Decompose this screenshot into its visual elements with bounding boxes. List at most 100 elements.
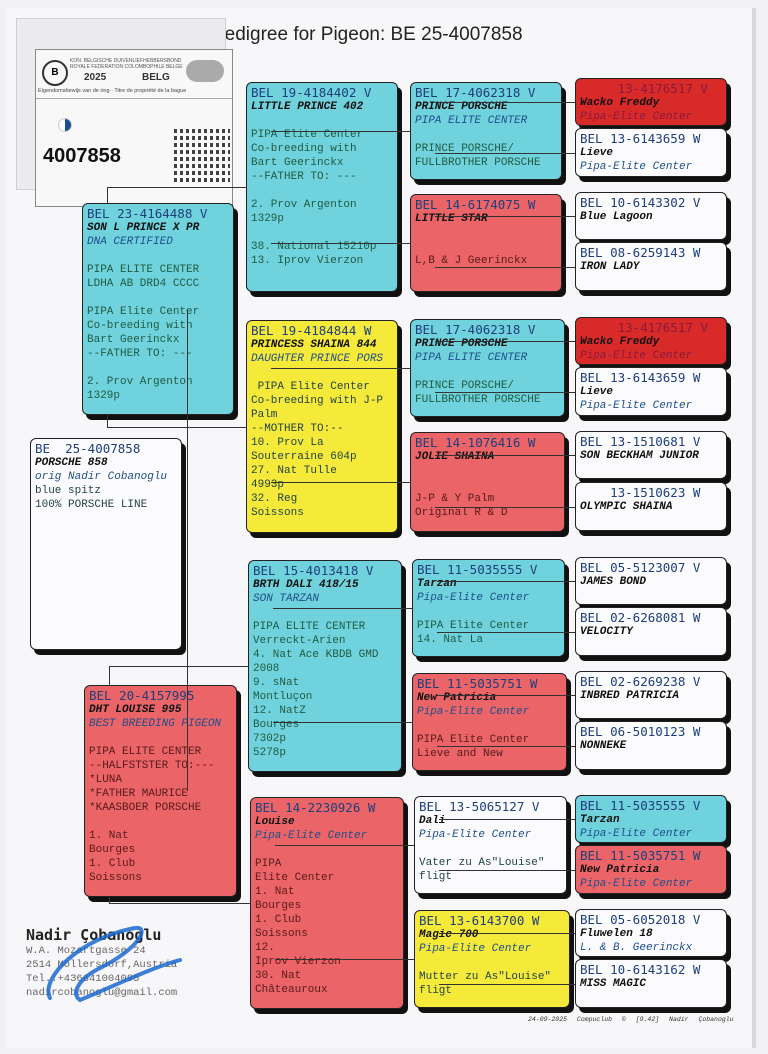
ring-number: BEL 11-5035555 V: [580, 798, 701, 813]
blank-line: [415, 464, 560, 478]
ring-number: BEL 10-6143302 V: [580, 195, 701, 210]
pigeon-note: FULLBROTHER PORSCHE: [415, 157, 541, 169]
blank-line: [87, 361, 229, 375]
pigeon-subtitle: Pipa-Elite Center: [580, 828, 693, 840]
pigeon-name: PRINCE PORSCHE: [415, 101, 508, 113]
ring-number: BEL 19-4184402 V: [251, 85, 372, 100]
connector-line: [435, 102, 575, 103]
connector-line: [435, 391, 575, 393]
ring-number: 13-4176517 V: [580, 320, 708, 335]
pigeon-note: --HALFSTSTER TO:---: [89, 760, 215, 772]
blank-line: [251, 226, 393, 240]
pigeon-name: Magic 700: [419, 929, 479, 941]
pigeon-subtitle: Pipa-Elite Center: [419, 943, 532, 955]
connector-line: [107, 187, 246, 188]
pigeon-note: Vater zu As"Louise": [419, 857, 545, 869]
pigeon-note: J-P & Y Palm: [415, 493, 495, 505]
pigeon-note: 5278p: [253, 747, 287, 759]
ring-number: BEL 14-6174075 W: [415, 197, 536, 212]
pigeon-note: Palm: [251, 409, 278, 421]
ring-number: BE 25-4007858: [35, 441, 141, 456]
connector-line: [273, 722, 412, 723]
ring-number: BEL 13-6143659 W: [580, 131, 701, 146]
connector-line: [439, 983, 575, 985]
ring-number: BEL 23-4164488 V: [87, 206, 208, 221]
pigeon-subtitle: Pipa-Elite Center: [580, 400, 693, 412]
pigeon-name: Tarzan: [417, 578, 457, 590]
pigeon-note: LDHA AB DRD4 CCCC: [87, 278, 200, 290]
connector-line: [107, 187, 108, 203]
pigeon-note: 32. Reg: [251, 493, 298, 505]
ring-number: BEL 20-4157995: [89, 688, 195, 703]
blank-line: [415, 226, 557, 240]
ring-number: BEL 02-6269238 V: [580, 674, 701, 689]
blank-line: [415, 240, 557, 254]
pigeon-note: PIPA ELITE CENTER: [253, 621, 366, 633]
pigeon-note: PIPA: [255, 858, 282, 870]
connector-line: [107, 426, 246, 428]
pigeon-name: BRTH DALI 418/15: [253, 579, 359, 591]
blank-line: [89, 815, 232, 829]
ring-number: BEL 15-4013418 V: [253, 563, 374, 578]
pigeon-name: Wacko Freddy: [580, 336, 660, 348]
page-title: Pedigree for Pigeon: BE 25-4007858: [212, 24, 523, 45]
connector-line: [273, 608, 412, 609]
pigeon-name: OLYMPIC SHAINA: [580, 501, 673, 513]
ring-number: BEL 14-1076416 W: [415, 435, 536, 450]
pigeon-note: PIPA Elite Center: [251, 129, 364, 141]
connector-line: [437, 695, 575, 696]
pigeon-note: 12. NatZ: [253, 705, 306, 717]
pigeon-name: Tarzan: [580, 814, 620, 826]
pigeon-note: Iprov Vierzon: [255, 956, 341, 968]
pigeon-note: Bart Geerinckx: [87, 334, 180, 346]
pigeon-name: JAMES BOND: [580, 576, 647, 588]
ring-number: BEL 19-4184844 W: [251, 323, 372, 338]
pigeon-note: Châteauroux: [255, 984, 328, 996]
ring-number: BEL 17-4062318 V: [415, 85, 536, 100]
pigeon-note: 1. Club: [255, 914, 302, 926]
pigeon-name: New Patricia: [580, 864, 660, 876]
pigeon-note: 12.: [255, 942, 275, 954]
connector-line: [109, 903, 250, 904]
connector-line: [439, 869, 575, 871]
ring-number: BEL 05-6052018 V: [580, 912, 701, 927]
pigeon-subtitle: Pipa-Elite Center: [255, 830, 368, 842]
ring-number: BEL 14-2230926 W: [255, 800, 376, 815]
pigeon-name: LITTLE PRINCE 402: [251, 101, 364, 113]
pigeon-note: 1. Nat: [255, 886, 295, 898]
pigeon-note: --MOTHER TO:--: [251, 423, 344, 435]
ring-number: BEL 10-6143162 W: [580, 962, 701, 977]
pigeon-note: --FATHER TO: ---: [87, 348, 193, 360]
